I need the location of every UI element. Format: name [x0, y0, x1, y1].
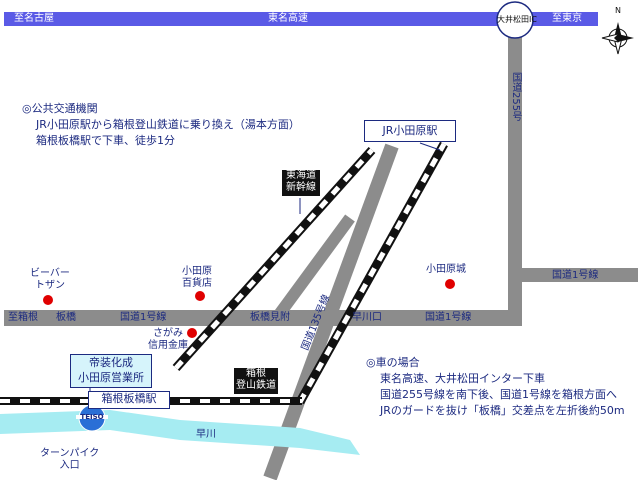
hakone-itabashi-station-label: 箱根板橋駅 [88, 391, 170, 409]
to-tokyo-label: 至東京 [552, 13, 582, 24]
sagami-bank-label: さがみ 信用金庫 [148, 328, 188, 351]
tomei-expressway [4, 12, 598, 26]
logo-text: TEISO [80, 413, 103, 421]
side-road-diagonal [273, 214, 355, 320]
public-transport-line2: 箱根板橋駅で下車、徒歩1分 [36, 134, 175, 147]
company-label: 帝装化成 小田原営業所 [70, 354, 152, 388]
route1-east-road [522, 268, 638, 282]
public-transport-line1: JR小田原駅から箱根登山鉄道に乗り換え（湯本方面） [36, 118, 300, 131]
route1-east-label: 国道1号線 [552, 270, 599, 281]
odawara-dept-marker [195, 291, 205, 301]
tomei-label: 東名高速 [268, 13, 308, 24]
itabashi-label: 板橋 [56, 312, 76, 323]
route255-road [508, 30, 522, 326]
north-label: N [615, 6, 621, 15]
public-transport-heading: ◎公共交通機関 [22, 102, 98, 115]
shinkansen-label: 東海道 新幹線 [282, 170, 320, 196]
to-hakone-label: 至箱根 [8, 312, 38, 323]
route1-main-road [4, 310, 522, 326]
station-label-leader [419, 142, 441, 151]
ic-label: 大井松田IC [497, 15, 537, 24]
odawara-castle-marker [445, 279, 455, 289]
beaver-tozan-marker [43, 295, 53, 305]
to-nagoya-label: 至名古屋 [14, 13, 54, 24]
shinkansen-rail-stripe [174, 148, 374, 370]
hayakawaguchi-label: 早川口 [352, 312, 382, 323]
logo-ring [76, 415, 108, 419]
car-line1: 東名高速、大井松田インター下車 [380, 372, 545, 385]
route135-road [263, 143, 399, 480]
car-line2: 国道255号線を南下後、国道1号線を箱根方面へ [380, 388, 617, 401]
odawara-castle-label: 小田原城 [426, 264, 466, 275]
turnpike-label: ターンパイク 入口 [40, 448, 100, 471]
hakone-railway-label: 箱根 登山鉄道 [234, 368, 278, 394]
sagami-bank-marker [187, 328, 197, 338]
car-heading: ◎車の場合 [366, 356, 420, 369]
hayakawa-river-label: 早川 [196, 429, 216, 440]
odawara-dept-label: 小田原 百貨店 [182, 266, 212, 289]
car-line3: JRのガードを抜け「板橋」交差点を左折後約50m [380, 404, 625, 417]
itabashi-mitsuke-label: 板橋見附 [250, 312, 290, 323]
compass-rose-icon [601, 22, 634, 55]
tozan-rail-diagonal-stripe [297, 142, 447, 404]
route1-mid-label: 国道1号線 [120, 312, 167, 323]
ic-marker [496, 1, 534, 39]
route255-label: 国道255号 [510, 72, 521, 122]
jr-odawara-station-label: JR小田原駅 [364, 120, 456, 142]
beaver-tozan-label: ビーバー トザン [30, 268, 70, 291]
route1-right-label: 国道1号線 [425, 312, 472, 323]
